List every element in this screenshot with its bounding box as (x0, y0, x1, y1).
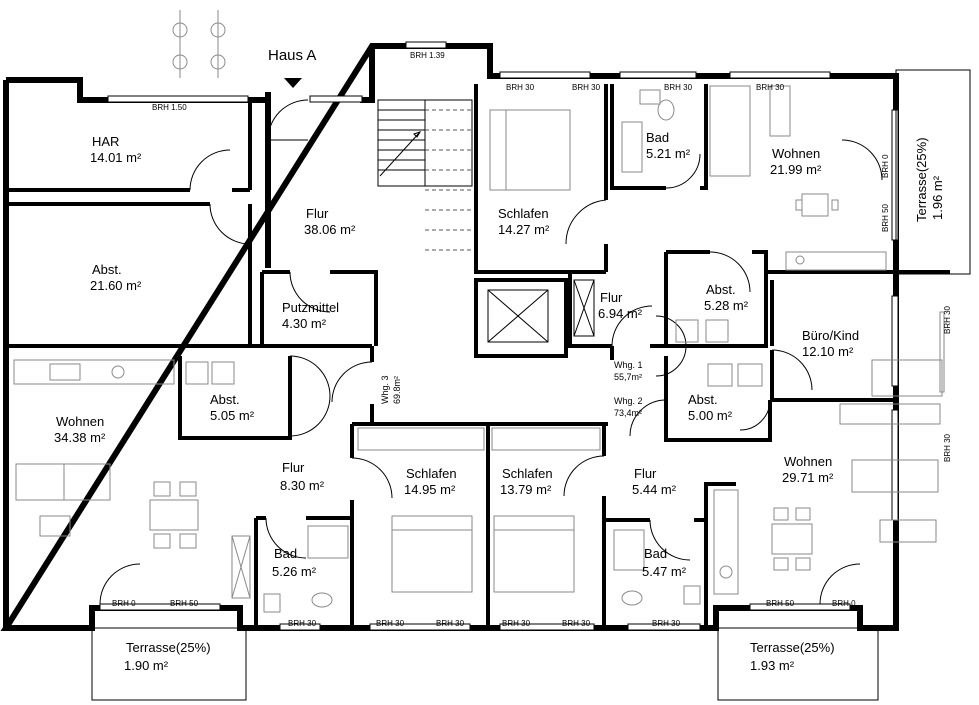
room-area-bad-1: 5.21 m² (646, 146, 691, 161)
room-name-abst-4: Abst. (688, 392, 718, 407)
sill-label: BRH 30 (376, 619, 405, 628)
sill-label: BRH 30 (562, 619, 591, 628)
room-name-abst-2: Abst. (706, 282, 736, 297)
room-area-schlafen-3: 13.79 m² (500, 482, 552, 497)
room-area-flur-1: 38.06 m² (304, 222, 356, 237)
room-name-wohnen-1: Wohnen (772, 146, 820, 161)
windows (99, 41, 899, 631)
unit-area-whg3: 69.8m² (392, 376, 402, 404)
room-area-flur-3: 8.30 m² (280, 478, 325, 493)
sill-label: BRH 0 (112, 599, 136, 608)
sill-label: BRH 50 (766, 599, 795, 608)
outer-walls (0, 43, 899, 631)
room-area-wohnen-2: 34.38 m² (54, 430, 106, 445)
room-name-flur-1: Flur (306, 206, 329, 221)
room-name-flur-2: Flur (600, 290, 623, 305)
room-name-har: HAR (92, 134, 119, 149)
room-name-terrasse-1: Terrasse(25%) (126, 640, 211, 655)
sill-label: BRH 30 (652, 619, 681, 628)
sill-label: BRH 30 (502, 619, 531, 628)
sill-label: BRH 30 (943, 433, 952, 462)
room-area-wohnen-3: 29.71 m² (782, 470, 834, 485)
room-area-bad-2: 5.26 m² (272, 564, 317, 579)
unit-name-whg3: Whg. 3 (380, 375, 390, 404)
room-name-bad-1: Bad (646, 130, 669, 145)
building-label: Haus A (268, 47, 316, 64)
room-name-putzmittel: Putzmittel (282, 300, 339, 315)
room-name-buero: Büro/Kind (802, 328, 859, 343)
room-name-abst-3: Abst. (210, 392, 240, 407)
interior-walls (6, 84, 950, 628)
unit-name-whg2: Whg. 2 (614, 396, 643, 406)
unit-area-whg2: 73,4m² (614, 408, 642, 418)
room-name-schlafen-3: Schlafen (502, 466, 553, 481)
room-area-abst-4: 5.00 m² (688, 408, 733, 423)
elevator (487, 279, 595, 343)
unit-name-whg1: Whg. 1 (614, 360, 643, 370)
room-name-schlafen-1: Schlafen (498, 206, 549, 221)
room-area-terrasse-3: 1.96 m² (930, 175, 945, 220)
room-area-har: 14.01 m² (90, 150, 142, 165)
room-area-abst-1: 21.60 m² (90, 278, 142, 293)
unit-area-whg1: 55,7m² (614, 372, 642, 382)
terraces (91, 69, 971, 701)
room-name-wohnen-3: Wohnen (784, 454, 832, 469)
room-area-terrasse-2: 1.93 m² (750, 658, 795, 673)
sill-label: BRH 0 (881, 154, 890, 178)
room-name-terrasse-2: Terrasse(25%) (750, 640, 835, 655)
room-name-abst-1: Abst. (92, 262, 122, 277)
sill-label: BRH 30 (572, 83, 601, 92)
room-name-bad-2: Bad (274, 546, 297, 561)
room-name-wohnen-2: Wohnen (56, 414, 104, 429)
room-area-flur-4: 5.44 m² (632, 482, 677, 497)
sill-label: BRH 0 (832, 599, 856, 608)
room-name-bad-3: Bad (644, 546, 667, 561)
room-name-schlafen-2: Schlafen (406, 466, 457, 481)
room-area-putzmittel: 4.30 m² (282, 316, 327, 331)
sill-label: BRH 1.39 (410, 51, 445, 60)
furniture (13, 10, 945, 613)
staircase (377, 99, 473, 251)
sill-label: BRH 50 (170, 599, 199, 608)
entrance-arrow-icon (284, 78, 302, 88)
sill-label: BRH 30 (664, 83, 693, 92)
labels: Haus A HAR 14.01 m² Abst. 21.60 m² Flur … (54, 47, 952, 673)
sill-label: BRH 30 (506, 83, 535, 92)
room-name-flur-4: Flur (634, 466, 657, 481)
sill-label: BRH 30 (943, 305, 952, 334)
doors (99, 99, 883, 605)
sill-label: BRH 30 (756, 83, 785, 92)
room-area-bad-3: 5.47 m² (642, 564, 687, 579)
room-name-flur-3: Flur (282, 460, 305, 475)
room-area-abst-2: 5.28 m² (704, 298, 749, 313)
room-area-terrasse-1: 1.90 m² (124, 658, 169, 673)
sill-label: BRH 30 (436, 619, 465, 628)
room-name-terrasse-3: Terrasse(25%) (914, 137, 929, 222)
sill-label: BRH 50 (881, 203, 890, 232)
room-area-flur-2: 6.94 m² (598, 306, 643, 321)
sill-label: BRH 1.50 (152, 103, 187, 112)
sill-label: BRH 30 (288, 619, 317, 628)
room-area-abst-3: 5.05 m² (210, 408, 255, 423)
room-area-schlafen-1: 14.27 m² (498, 222, 550, 237)
room-area-schlafen-2: 14.95 m² (404, 482, 456, 497)
room-area-wohnen-1: 21.99 m² (770, 162, 822, 177)
room-area-buero: 12.10 m² (802, 344, 854, 359)
